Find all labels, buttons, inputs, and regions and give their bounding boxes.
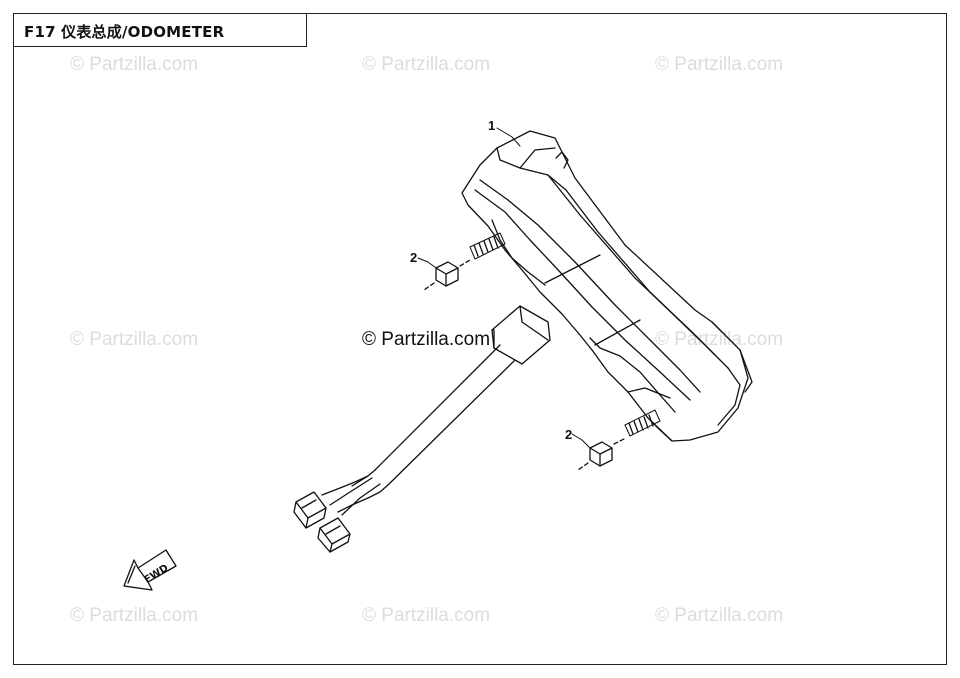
watermark: © Partzilla.com	[70, 605, 199, 626]
watermark: © Partzilla.com	[70, 329, 199, 350]
watermark: © Partzilla.com	[362, 54, 491, 75]
fwd-label: FWD	[142, 563, 170, 586]
watermark-center: © Partzilla.com	[362, 329, 491, 350]
title-box: F17 仪表总成/ODOMETER	[13, 13, 307, 47]
callout-1: 1	[488, 118, 495, 133]
odometer-assembly	[461, 130, 753, 442]
nut-upper	[423, 259, 471, 291]
callout-2-lower: 2	[565, 427, 572, 442]
lower-stud	[624, 409, 661, 437]
fwd-arrow-icon	[123, 549, 177, 591]
callout-2-upper: 2	[410, 250, 417, 265]
watermark: © Partzilla.com	[655, 54, 784, 75]
upper-stud	[469, 232, 506, 260]
watermark: © Partzilla.com	[70, 54, 199, 75]
watermark: © Partzilla.com	[655, 329, 784, 350]
watermark: © Partzilla.com	[655, 605, 784, 626]
page-title: F17 仪表总成/ODOMETER	[24, 23, 225, 41]
nut-lower	[577, 437, 627, 471]
watermark: © Partzilla.com	[362, 605, 491, 626]
wiring-harness	[293, 344, 516, 553]
diagram-frame	[13, 13, 947, 665]
